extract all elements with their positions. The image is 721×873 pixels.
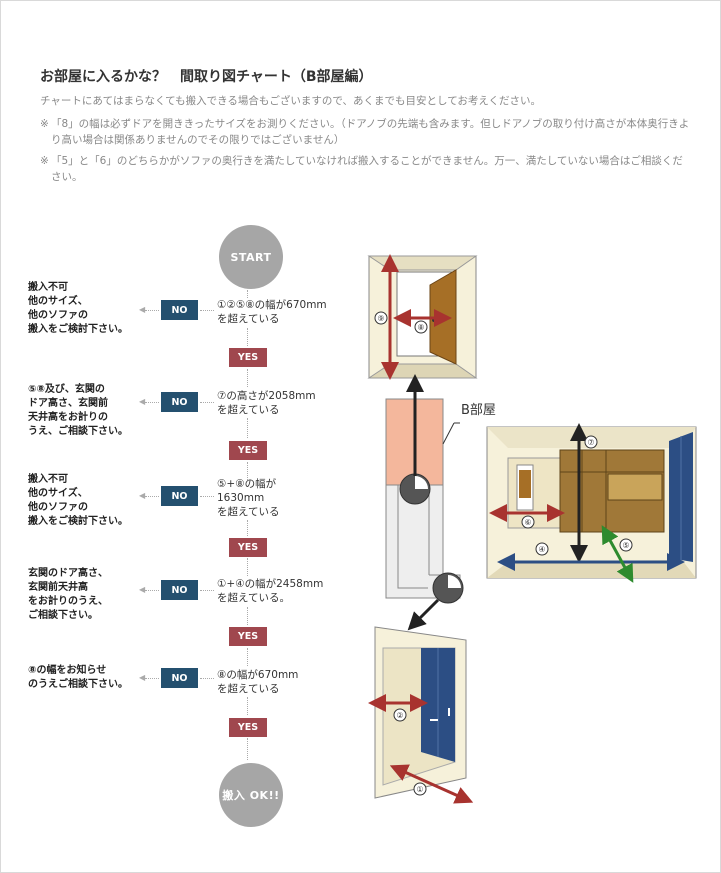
- marker-8: ⑧: [417, 323, 424, 332]
- connector: [247, 462, 248, 480]
- connector: [247, 520, 248, 536]
- no-badge-5: NO: [161, 668, 198, 688]
- note-mark: ※: [40, 155, 49, 167]
- no-badge-4: NO: [161, 580, 198, 600]
- connector: [247, 369, 248, 387]
- note-2: ※ 「5」と「6」のどちらかがソファの奥行きを満たしていなければ搬入することがで…: [40, 153, 690, 185]
- connector: [145, 590, 159, 591]
- result-3: 搬入不可他のサイズ、他のソファの搬入をご検討下さい。: [28, 474, 128, 527]
- connector: [200, 310, 214, 311]
- arrow-left-icon: ◀: [139, 397, 146, 406]
- arrow-left-icon: ◀: [139, 305, 146, 314]
- marker-2: ②: [396, 711, 403, 720]
- note-text: 「5」と「6」のどちらかがソファの奥行きを満たしていなければ搬入することができま…: [51, 155, 683, 183]
- connector: [247, 607, 248, 625]
- no-badge-2: NO: [161, 392, 198, 412]
- yes-badge-5: YES: [229, 718, 267, 737]
- entrance-view: [368, 626, 474, 804]
- connector: [247, 648, 248, 666]
- connector: [247, 418, 248, 438]
- yes-badge-4: YES: [229, 627, 267, 646]
- connector: [247, 328, 248, 346]
- note-text: 「8」の幅は必ずドアを開ききったサイズをお測りください。（ドアノブの先端も含みま…: [51, 118, 690, 146]
- yes-badge-2: YES: [229, 441, 267, 460]
- result-2: ⑤⑧及び、玄関のドア高さ、玄関前天井高をお計りのうえ、ご相談下さい。: [28, 384, 128, 437]
- page-title: お部屋に入るかな？ 間取り図チャート（B部屋編）: [40, 69, 373, 85]
- page-subtitle: チャートにあてはまらなくても搬入できる場合もございますので、あくまでも目安として…: [40, 95, 542, 107]
- yes-badge-1: YES: [229, 348, 267, 367]
- door-view: [367, 254, 478, 380]
- connector: [247, 558, 248, 576]
- arrow-left-icon: ◀: [139, 585, 146, 594]
- marker-4: ④: [538, 545, 545, 554]
- note-mark: ※: [40, 118, 49, 130]
- connector: [247, 738, 248, 760]
- connector: [145, 402, 159, 403]
- start-node: START: [219, 225, 283, 289]
- connector: [247, 697, 248, 715]
- marker-5: ⑤: [622, 541, 629, 550]
- arrow-left-icon: ◀: [139, 673, 146, 682]
- result-5: ⑧の幅をお知らせのうえご相談下さい。: [28, 665, 128, 690]
- arrow-left-icon: ◀: [139, 491, 146, 500]
- end-node: 搬入 OK!!: [219, 763, 283, 827]
- connector: [200, 496, 214, 497]
- result-4: 玄関のドア高さ、玄関前天井高をお計りのうえ、ご相談下さい。: [28, 568, 108, 621]
- connector: [145, 496, 159, 497]
- connector: [247, 290, 248, 298]
- result-1: 搬入不可他のサイズ、他のソファの搬入をご検討下さい。: [28, 282, 128, 335]
- note-1: ※ 「8」の幅は必ずドアを開ききったサイズをお測りください。（ドアノブの先端も含…: [40, 116, 690, 148]
- connector: [200, 590, 214, 591]
- marker-1: ①: [416, 785, 423, 794]
- connector: [145, 678, 159, 679]
- floor-plan: [385, 374, 464, 631]
- connector: [145, 310, 159, 311]
- room-view: [486, 423, 697, 583]
- connector: [200, 402, 214, 403]
- marker-6: ⑥: [524, 518, 531, 527]
- yes-badge-3: YES: [229, 538, 267, 557]
- no-badge-1: NO: [161, 300, 198, 320]
- marker-9: ⑨: [377, 314, 384, 323]
- marker-7: ⑦: [587, 438, 594, 447]
- connector: [200, 678, 214, 679]
- room-label: B部屋: [461, 403, 496, 418]
- no-badge-3: NO: [161, 486, 198, 506]
